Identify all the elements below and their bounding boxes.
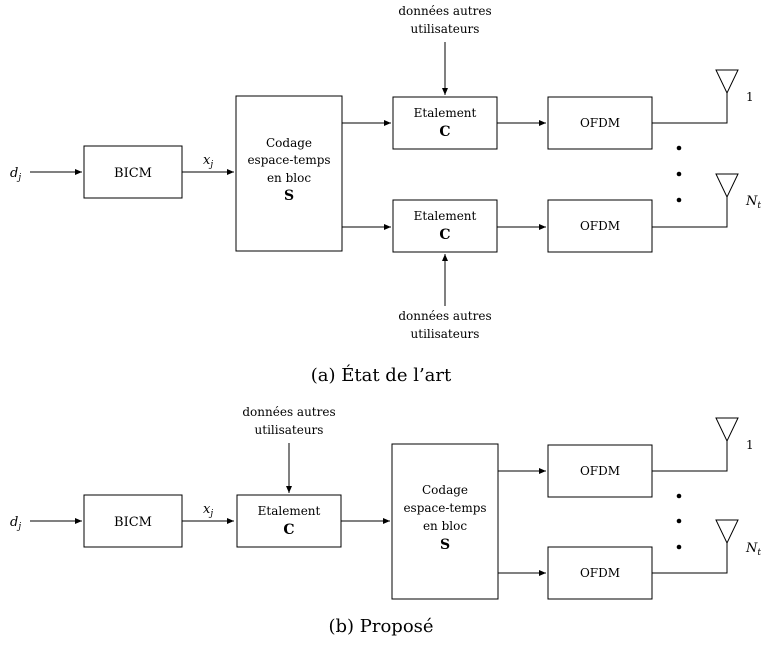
antenna-top-feed [652, 93, 728, 124]
diagram-a: dj BICM xj Codage espace-temps en bloc S… [10, 4, 761, 386]
xj-label: xj [203, 153, 213, 170]
spread-top-symbol: C [439, 124, 450, 140]
stc-symbol: S [284, 188, 294, 204]
stc-line3: en bloc [423, 519, 467, 533]
ellipsis-dot [676, 544, 682, 550]
users-top-line2: utilisateurs [411, 22, 480, 36]
caption-b: (b) Proposé [328, 616, 433, 637]
spread-symbol: C [283, 522, 294, 538]
antenna-nt-label: Nt [745, 541, 761, 558]
ofdm-top-label: OFDM [580, 464, 620, 478]
ofdm-bot-block [547, 546, 653, 600]
stc-symbol: S [440, 537, 450, 553]
users-line2: utilisateurs [255, 423, 324, 437]
users-top-line1: données autres [398, 4, 491, 18]
xj-label: xj [203, 502, 213, 519]
ellipsis-dot [676, 493, 682, 499]
bicm-block [83, 494, 183, 548]
spread-block [236, 494, 342, 548]
spread-bot-block [392, 199, 498, 253]
antenna-1-label: 1 [746, 438, 754, 452]
antenna-bot-feed [652, 543, 728, 574]
input-dj-label: dj [10, 515, 21, 532]
antenna-bot-icon [715, 173, 739, 199]
stc-block [391, 443, 499, 600]
antenna-bot-icon [715, 519, 739, 545]
input-dj-label: dj [10, 166, 21, 183]
ofdm-bot-label: OFDM [580, 566, 620, 580]
stc-line1: Codage [266, 136, 312, 150]
ofdm-bot-label: OFDM [580, 219, 620, 233]
stc-line3: en bloc [267, 171, 311, 185]
spread-bot-symbol: C [439, 227, 450, 243]
ellipsis-dot [676, 518, 682, 524]
spread-top-block [392, 96, 498, 150]
users-line1: données autres [242, 405, 335, 419]
antenna-top-icon [715, 417, 739, 443]
antenna-bot-feed [652, 197, 728, 228]
spread-label: Etalement [258, 504, 321, 518]
stc-line2: espace-temps [247, 153, 330, 167]
spread-bot-label: Etalement [414, 209, 477, 223]
ellipsis-dot [676, 171, 682, 177]
ellipsis-dot [676, 145, 682, 151]
ellipsis-dot [676, 197, 682, 203]
diagram-b: dj BICM xj données autres utilisateurs E… [10, 405, 761, 637]
ofdm-bot-block [547, 199, 653, 253]
antenna-top-feed [652, 441, 728, 472]
ofdm-top-label: OFDM [580, 116, 620, 130]
caption-a: (a) État de l’art [311, 363, 452, 386]
ofdm-top-block [547, 444, 653, 498]
bicm-label: BICM [114, 166, 152, 181]
antenna-nt-label: Nt [745, 194, 761, 211]
antenna-top-icon [715, 69, 739, 95]
bicm-label: BICM [114, 515, 152, 530]
stc-block [235, 95, 343, 252]
spread-top-label: Etalement [414, 106, 477, 120]
stc-line1: Codage [422, 483, 468, 497]
antenna-1-label: 1 [746, 90, 754, 104]
users-bot-line2: utilisateurs [411, 327, 480, 341]
stc-line2: espace-temps [403, 501, 486, 515]
users-bot-line1: données autres [398, 309, 491, 323]
